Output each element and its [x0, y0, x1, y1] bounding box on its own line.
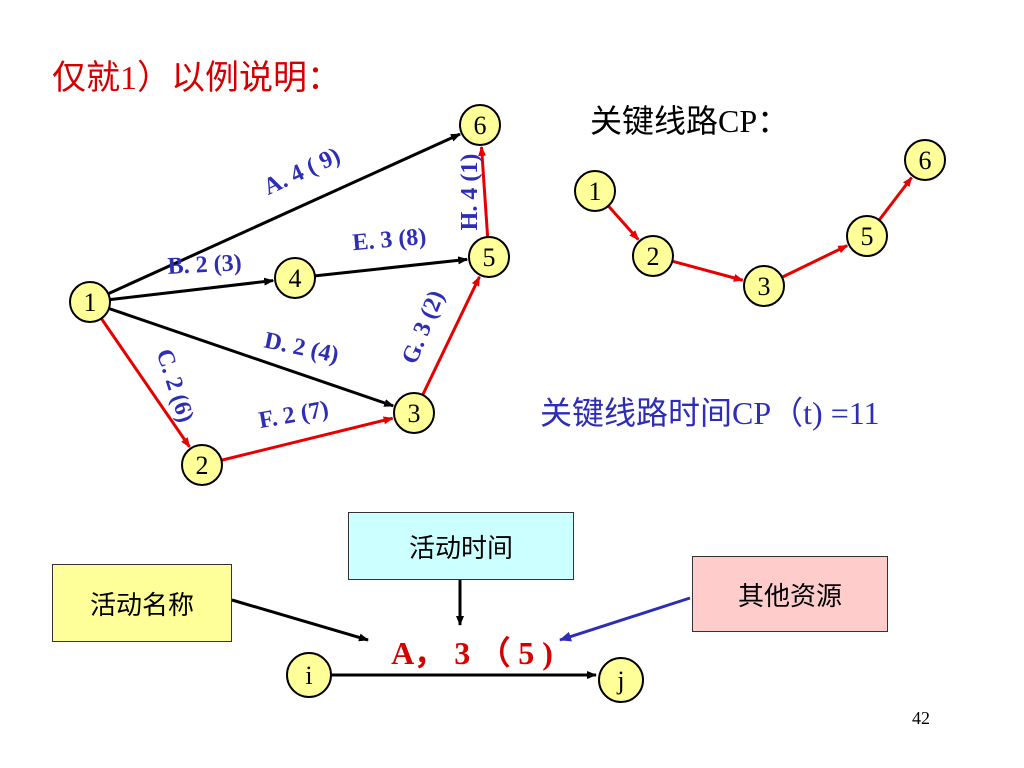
activity-time-box: 活动时间	[348, 512, 574, 580]
network-node-1: 1	[69, 281, 111, 323]
critical-path-node-2: 2	[632, 235, 674, 277]
network-node-5: 5	[468, 236, 510, 278]
network-node-2-label: 2	[196, 451, 209, 480]
critical-path-node-1: 1	[574, 170, 616, 212]
network-node-4: 4	[274, 257, 316, 299]
activity-name-box: 活动名称	[52, 564, 232, 642]
legend-example-label: A， 3 （ 5 )	[391, 635, 553, 671]
critical-path-node-6-label: 6	[919, 146, 932, 175]
network-node-5-label: 5	[483, 243, 496, 272]
slide-title: 仅就1）以例说明：	[52, 60, 341, 97]
critical-path-edge-1-2	[607, 204, 640, 241]
network-node-1-label: 1	[84, 288, 97, 317]
critical-path-edges	[607, 176, 913, 282]
network-node-6-label: 6	[474, 111, 487, 140]
critical-path-node-3-label: 3	[758, 272, 771, 301]
legend-node-j: j	[598, 657, 644, 703]
network-edge-label-1-4: B. 2 (3)	[167, 250, 242, 280]
network-edge-1-6	[107, 132, 461, 296]
critical-path-node-5-label: 5	[861, 222, 874, 251]
other-resources-box: 其他资源	[692, 556, 888, 632]
critical-path-time: 关键线路时间CP（t) =11	[540, 395, 880, 431]
network-edge-3-5	[421, 275, 481, 396]
network-edge-label-2-3: F. 2 (7)	[257, 396, 331, 434]
critical-path-edge-3-5	[781, 244, 849, 279]
legend-node-j-label: j	[616, 666, 624, 695]
network-node-3: 3	[393, 392, 435, 434]
network-edge-2-3	[221, 416, 394, 462]
critical-path-edge-5-6	[877, 176, 913, 222]
critical-path-edge-2-3	[671, 259, 744, 282]
critical-path-node-6: 6	[904, 139, 946, 181]
network-nodes: 1 2 3 4 5 6	[69, 104, 510, 486]
network-node-4-label: 4	[289, 264, 302, 293]
network-edges	[100, 132, 490, 462]
network-edge-label-4-5: E. 3 (8)	[351, 224, 427, 256]
network-edge-1-2	[100, 317, 191, 448]
critical-path-node-1-label: 1	[589, 177, 602, 206]
legend-arrow-other-resources	[559, 596, 691, 642]
network-edge-1-3	[108, 307, 395, 408]
network-edge-4-5	[314, 256, 469, 278]
network-edge-5-6	[478, 145, 490, 238]
network-edge-label-1-3: D. 2 (4)	[262, 328, 341, 369]
legend-arrow-activity-name	[231, 598, 369, 642]
network-edge-label-1-2: C. 2 (6)	[151, 346, 199, 426]
legend-node-i-label: i	[305, 661, 312, 690]
critical-path-title: 关键线路CP：	[590, 103, 790, 139]
network-node-2: 2	[181, 444, 223, 486]
critical-path-nodes: 1 2 3 5 6	[574, 139, 946, 307]
critical-path-node-3: 3	[743, 265, 785, 307]
network-edge-label-5-6: H. 4 (1)	[457, 154, 483, 231]
page-number: 42	[912, 708, 930, 728]
critical-path-node-5: 5	[846, 215, 888, 257]
network-node-6: 6	[459, 104, 501, 146]
network-edge-1-4	[109, 277, 275, 302]
legend-node-i: i	[286, 652, 332, 698]
critical-path-node-2-label: 2	[647, 242, 660, 271]
network-node-3-label: 3	[408, 399, 421, 428]
